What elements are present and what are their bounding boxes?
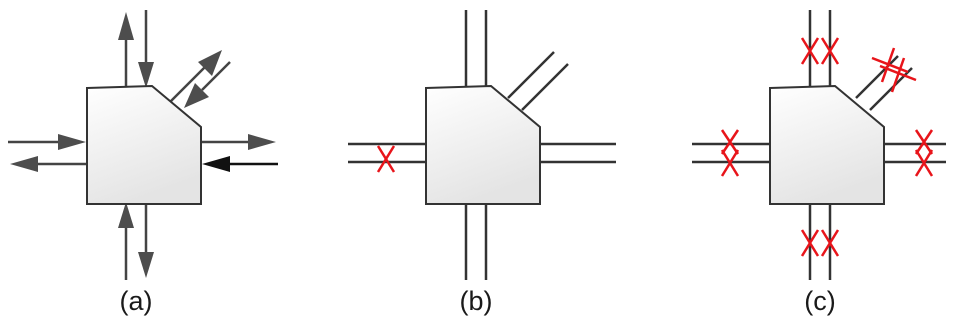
fault-marks-c (720, 37, 934, 257)
fault-mark-top-c (800, 37, 840, 65)
left-port-arrows (8, 134, 86, 172)
caption-a: (a) (119, 286, 153, 316)
top-port-arrows (118, 10, 154, 88)
router-block-c (769, 84, 885, 205)
diagonal-port-arrows (169, 50, 231, 108)
router-block-a (86, 84, 202, 205)
wires-b (348, 10, 616, 280)
right-port-arrows (201, 134, 278, 172)
panel-c (692, 10, 946, 280)
panel-a (8, 10, 278, 280)
caption-b: (b) (459, 286, 493, 316)
caption-c: (c) (804, 286, 836, 316)
fault-mark-right-c (914, 129, 934, 177)
fault-mark-bottom-c (800, 229, 840, 257)
fault-mark-diagonal-c (871, 47, 917, 93)
bottom-port-arrows (118, 202, 154, 280)
fault-mark-left-c (720, 129, 740, 177)
fault-mark-left-b (376, 145, 396, 173)
router-block-b (425, 84, 541, 205)
panel-b (348, 10, 616, 280)
